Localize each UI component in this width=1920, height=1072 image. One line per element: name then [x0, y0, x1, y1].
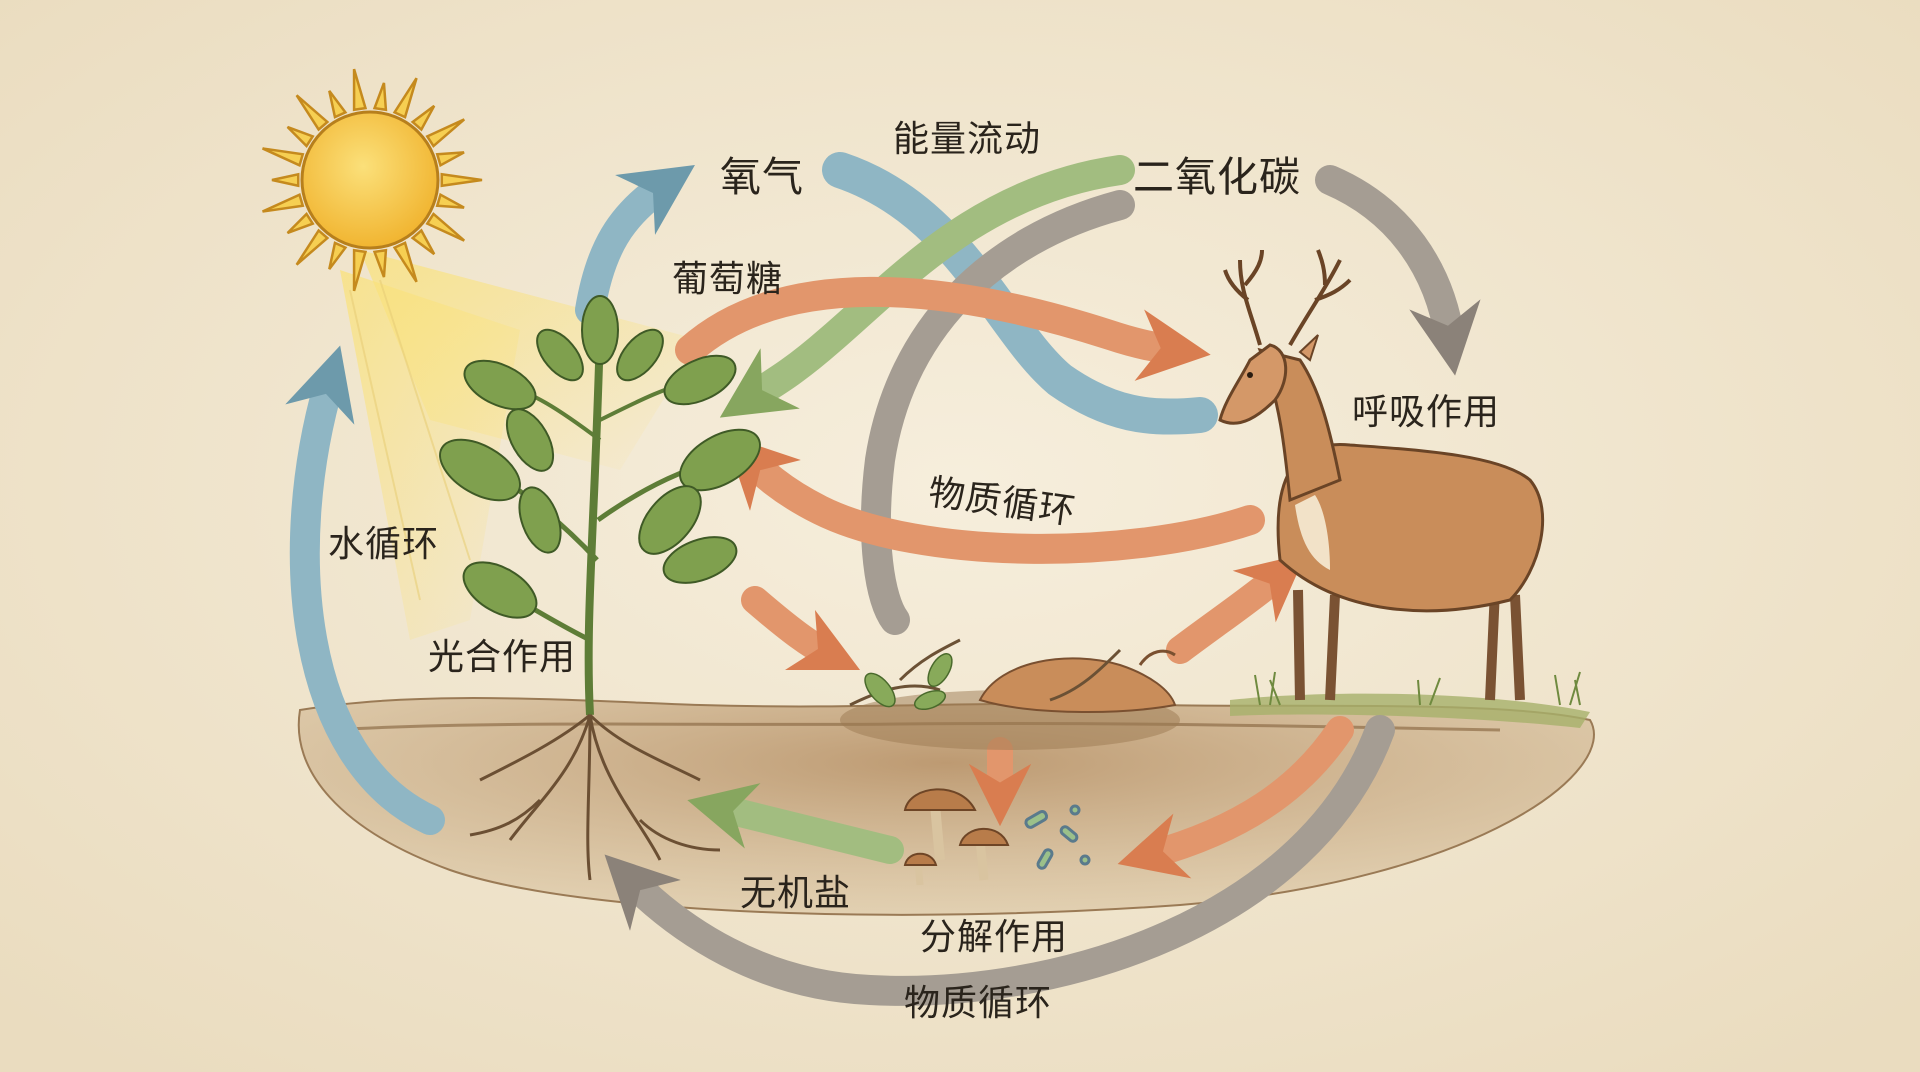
water-cycle-arrow — [285, 345, 445, 835]
energy-flow-label: 能量流动 — [893, 119, 1042, 160]
sun-ray — [425, 212, 466, 242]
respiration-arrow — [1315, 165, 1481, 376]
sun-ray — [352, 68, 368, 112]
grass-illustration — [1254, 671, 1581, 706]
deer-illustration — [1218, 249, 1545, 701]
photosynthesis-label: 光合作用 — [428, 637, 577, 678]
glucose-label: 葡萄糖 — [672, 259, 784, 300]
sun-ray — [286, 211, 315, 235]
sun-ray — [286, 125, 315, 149]
dead-matter-to-deer-arrow — [1166, 553, 1306, 664]
oxygen-arrow-up — [575, 165, 695, 325]
inorganic-salt-arrow — [687, 783, 904, 864]
oxygen-label: 氧气 — [720, 153, 804, 201]
glucose-arrow — [675, 276, 1211, 381]
deer-to-decomposers-arrow — [1117, 716, 1354, 879]
sun-ray — [262, 192, 305, 213]
plant-to-dead-matter-arrow — [741, 586, 861, 671]
sun-ray — [295, 94, 330, 132]
dead-matter-illustration — [840, 638, 1180, 750]
oxygen-to-deer-arrow — [822, 152, 1218, 435]
sun-ray — [372, 248, 388, 278]
sun-ray — [435, 192, 465, 209]
inorganic-salt-label: 无机盐 — [740, 873, 852, 914]
matter-cycle-upper-arrow — [724, 434, 1265, 564]
matter-cycle-lower-arrow — [604, 715, 1395, 1006]
sun-ray — [328, 90, 348, 119]
sun-ray — [392, 241, 418, 283]
decomposers-illustration — [903, 788, 1091, 886]
sun-ray — [372, 82, 388, 112]
water-cycle-label: 水循环 — [328, 524, 440, 565]
sun-ray — [410, 104, 436, 132]
respiration-label: 呼吸作用 — [1352, 392, 1501, 433]
sun-ray — [410, 228, 436, 256]
sun-ray — [262, 147, 305, 168]
sun-ray — [295, 228, 330, 266]
matter-cycle-lower-label: 物质循环 — [904, 983, 1053, 1024]
carbon-dioxide-label: 二氧化碳 — [1133, 153, 1301, 201]
sun-ray — [440, 172, 483, 188]
sun-ray — [435, 151, 465, 168]
sun-ray — [352, 248, 368, 292]
sun-ray — [328, 241, 348, 270]
sun-icon — [262, 68, 483, 292]
plant-illustration — [439, 295, 761, 881]
sun-ray — [425, 118, 466, 148]
carbon-dioxide-down-arrow — [861, 190, 1135, 635]
decomposition-label: 分解作用 — [920, 917, 1069, 958]
sun-ray — [392, 77, 418, 119]
sun-ray — [271, 172, 300, 188]
